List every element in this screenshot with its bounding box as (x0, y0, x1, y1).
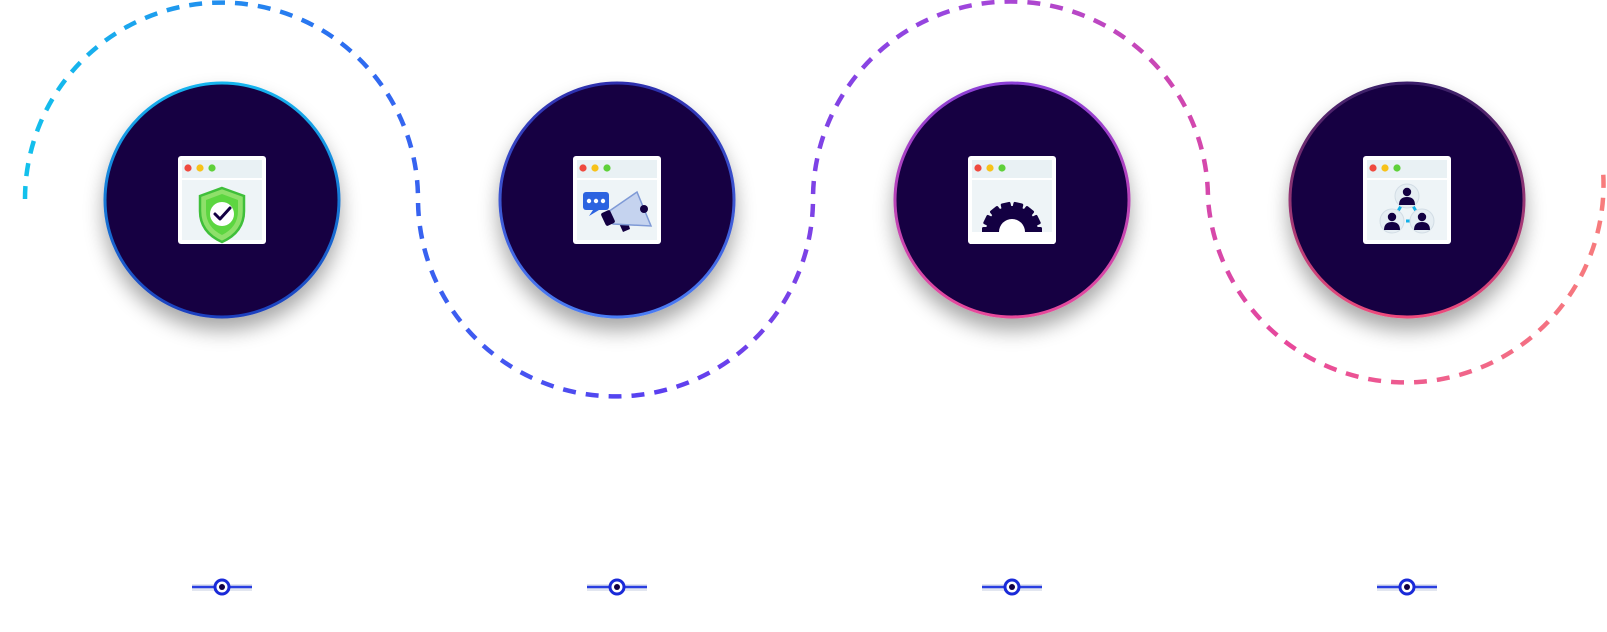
step-circles (103, 81, 1526, 319)
gear-icon (970, 201, 1054, 244)
timeline-node (982, 578, 1042, 596)
megaphone-icon (583, 190, 653, 232)
step-3 (893, 81, 1131, 319)
timeline (5, 578, 1600, 596)
step-2 (498, 81, 736, 319)
step-1 (103, 81, 341, 319)
dashed-wave-connector (22, 0, 1606, 399)
timeline-nodes (192, 578, 1437, 596)
timeline-node (192, 578, 252, 596)
step-4 (1288, 81, 1526, 319)
timeline-node (587, 578, 647, 596)
network-users-icon (1379, 183, 1435, 234)
timeline-node (1377, 578, 1437, 596)
shield-check-icon (198, 186, 246, 244)
